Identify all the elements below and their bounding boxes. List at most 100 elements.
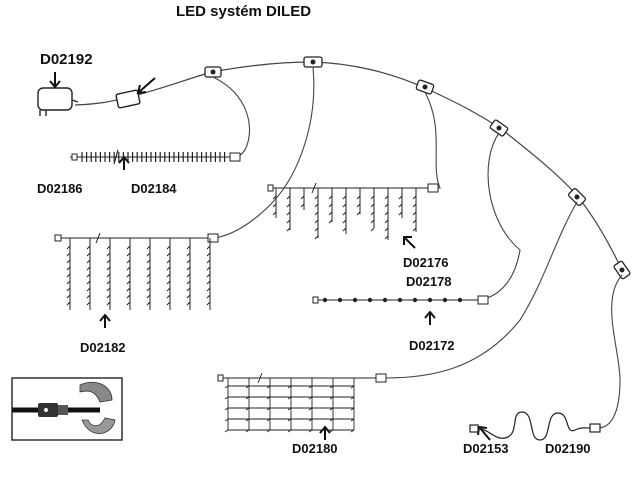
bulb <box>328 195 333 200</box>
bulb <box>206 259 211 264</box>
branch-cable <box>384 201 578 379</box>
bulb <box>106 245 111 250</box>
bulb <box>186 259 191 264</box>
bulb <box>224 385 229 389</box>
bulb <box>286 227 291 232</box>
bulb <box>314 227 319 232</box>
label-icicle-2: D02178 <box>406 274 452 289</box>
bulb <box>356 195 361 200</box>
bulb <box>272 203 277 208</box>
bulb <box>106 294 111 299</box>
bulb <box>146 294 151 299</box>
bulb <box>329 407 334 411</box>
bulb <box>287 396 292 400</box>
bulb <box>66 294 71 299</box>
bulb <box>186 287 191 292</box>
bulb <box>384 235 389 240</box>
bulb <box>337 297 343 303</box>
bulb <box>398 211 403 216</box>
cut-mark <box>113 149 119 165</box>
cut-mark <box>257 372 263 384</box>
bulb <box>350 396 355 400</box>
bulb <box>370 195 375 200</box>
bulb <box>126 252 131 257</box>
bulb <box>266 396 271 400</box>
bulb <box>287 407 292 411</box>
bulb <box>314 219 319 224</box>
bulb <box>186 280 191 285</box>
bulb <box>166 259 171 264</box>
bulb <box>106 252 111 257</box>
bulb <box>186 266 191 271</box>
bulb <box>224 418 229 422</box>
bulb <box>146 273 151 278</box>
label-short-string: D02186 <box>37 181 83 196</box>
label-long-string: D02184 <box>131 181 177 196</box>
label-net: D02180 <box>292 441 338 456</box>
label-string: D02172 <box>409 338 455 353</box>
bulb <box>384 203 389 208</box>
bulb <box>370 227 375 232</box>
bulb <box>398 195 403 200</box>
bulb <box>442 297 448 303</box>
bulb <box>66 280 71 285</box>
bulb <box>350 418 355 422</box>
bulb <box>206 280 211 285</box>
bulb <box>224 407 229 411</box>
branch-cable <box>424 91 441 189</box>
bulb <box>328 211 333 216</box>
bulb <box>384 219 389 224</box>
bulb <box>308 396 313 400</box>
bulb <box>367 297 373 303</box>
bulb <box>245 407 250 411</box>
bulb <box>66 301 71 306</box>
bulb <box>308 407 313 411</box>
bulb <box>126 259 131 264</box>
bulb <box>384 227 389 232</box>
bulb <box>457 297 463 303</box>
bulb <box>186 252 191 257</box>
bulb <box>224 429 229 433</box>
cut-mark <box>95 232 101 244</box>
icicle-light <box>267 183 439 193</box>
bulb <box>412 203 417 208</box>
bulb <box>287 385 292 389</box>
cut-mark <box>311 182 317 194</box>
bulb <box>126 266 131 271</box>
bulb <box>224 396 229 400</box>
bulb <box>86 259 91 264</box>
bulb <box>266 418 271 422</box>
bulb <box>329 396 334 400</box>
bulb <box>166 266 171 271</box>
bulb <box>328 203 333 208</box>
label-curtain: D02182 <box>80 340 126 355</box>
bulb <box>300 203 305 208</box>
bulb <box>314 235 319 240</box>
bulb <box>314 195 319 200</box>
bulb <box>166 273 171 278</box>
bulb <box>272 211 277 216</box>
bulb <box>106 280 111 285</box>
bulb <box>146 287 151 292</box>
branch-cable <box>479 132 521 301</box>
bulb <box>66 252 71 257</box>
bulb <box>427 297 433 303</box>
bulb <box>356 211 361 216</box>
bulb <box>314 203 319 208</box>
bulb <box>166 294 171 299</box>
bulb <box>350 429 355 433</box>
bulb <box>206 287 211 292</box>
bulb <box>126 294 131 299</box>
bulb <box>412 195 417 200</box>
bulb <box>86 273 91 278</box>
branch-cable <box>212 76 251 158</box>
bulb <box>186 245 191 250</box>
bulb <box>186 301 191 306</box>
bulb <box>206 273 211 278</box>
bulb <box>126 280 131 285</box>
bulb <box>166 280 171 285</box>
label-cable-2: D02190 <box>545 441 591 456</box>
bulb <box>126 301 131 306</box>
main-cable <box>74 61 623 271</box>
bulb <box>206 252 211 257</box>
